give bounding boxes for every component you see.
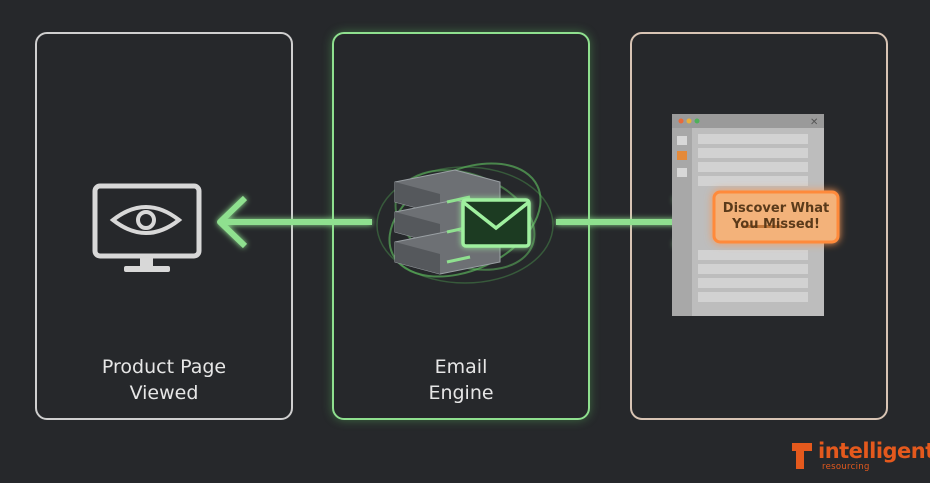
arrow-left-icon bbox=[217, 195, 372, 249]
server-envelope-icon bbox=[376, 162, 554, 284]
envelope-icon bbox=[461, 198, 531, 248]
brand-logo: intelligent resourcing bbox=[790, 439, 930, 472]
monitor-eye-icon bbox=[92, 183, 202, 272]
popup-message: Discover What You Missed! bbox=[722, 201, 830, 232]
popup-card bbox=[712, 190, 840, 244]
panel-label-email-engine: Email Engine bbox=[428, 356, 494, 404]
email-client-window-icon: ✕ bbox=[672, 114, 840, 316]
panel-email-engine: Email Engine bbox=[332, 32, 590, 420]
brand-mark-icon bbox=[792, 443, 812, 469]
svg-text:✕: ✕ bbox=[810, 117, 818, 128]
panel-label-product-page: Product Page Viewed bbox=[101, 356, 227, 404]
panel-product-page: Product Page Viewed bbox=[35, 32, 293, 420]
panel-email-result bbox=[630, 32, 888, 420]
